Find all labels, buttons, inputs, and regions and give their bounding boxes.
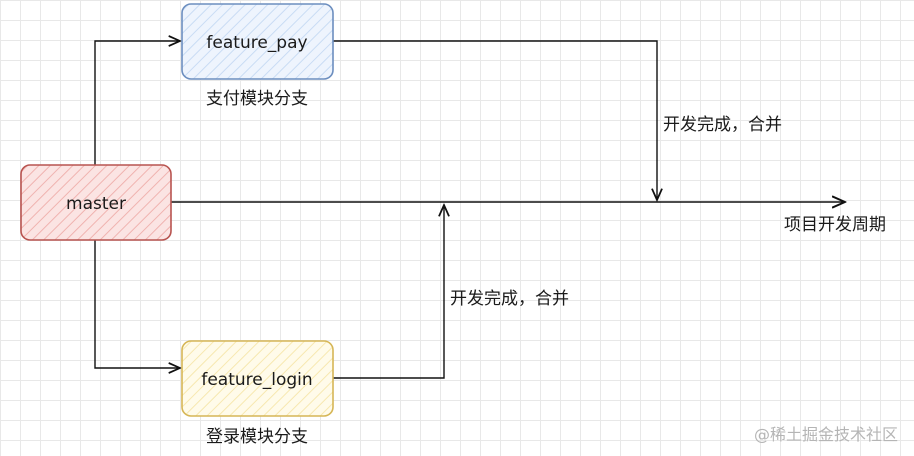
master-node: master	[20, 164, 172, 241]
feature-pay-node: feature_pay	[181, 3, 334, 80]
feature-login-node: feature_login	[181, 340, 334, 417]
feature-login-node-label: feature_login	[201, 370, 312, 390]
master-node-label: master	[66, 194, 126, 214]
pay-merge-label: 开发完成，合并	[663, 115, 782, 135]
timeline-label: 项目开发周期	[784, 215, 886, 235]
login-merge-connector	[333, 205, 444, 379]
master-to-login-connector	[94, 240, 180, 368]
feature-login-caption: 登录模块分支	[206, 427, 308, 447]
pay-merge-connector	[333, 40, 657, 200]
feature-pay-node-label: feature_pay	[206, 33, 307, 53]
feature-pay-caption: 支付模块分支	[206, 89, 308, 109]
login-merge-label: 开发完成，合并	[450, 289, 569, 309]
watermark: @稀土掘金技术社区	[754, 425, 898, 444]
master-to-pay-connector	[94, 41, 180, 165]
